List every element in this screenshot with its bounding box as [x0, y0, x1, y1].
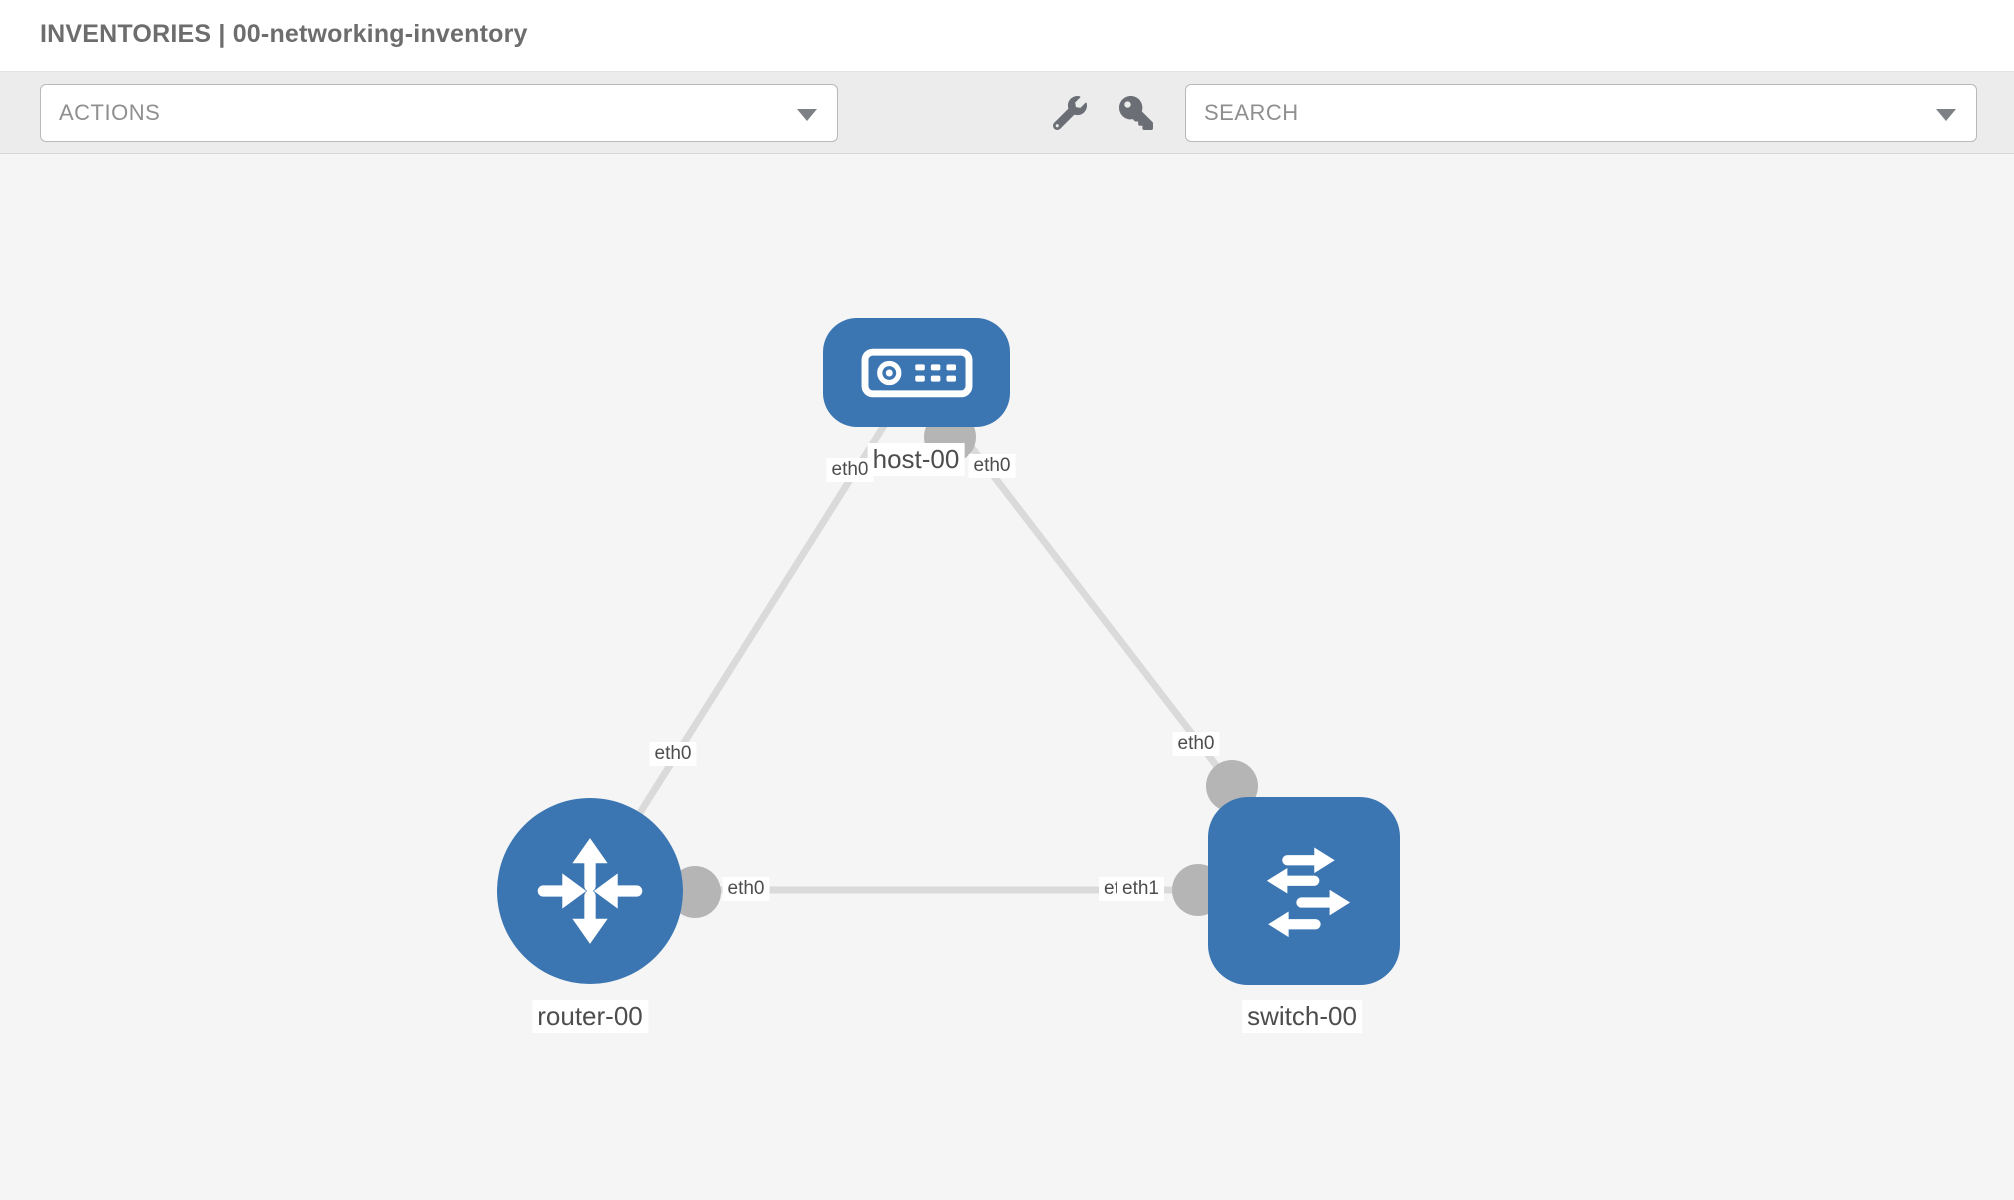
header: INVENTORIES | 00-networking-inventory [0, 0, 2014, 72]
search-dropdown-label: SEARCH [1204, 100, 1299, 125]
credentials-button[interactable] [1116, 94, 1156, 134]
router-icon [537, 838, 643, 944]
topology-links-layer [587, 372, 1258, 918]
key-icon [1119, 95, 1153, 130]
wrench-icon [1052, 95, 1087, 130]
page-title: INVENTORIES | 00-networking-inventory [40, 20, 528, 48]
node-label-router: router-00 [532, 1000, 648, 1033]
toolbar: ACTIONS SEARCH [0, 72, 2014, 154]
search-dropdown[interactable]: SEARCH [1185, 84, 1977, 142]
interface-label: eth0 [1172, 732, 1220, 756]
interface-label: eth0 [722, 877, 770, 901]
configure-button[interactable] [1050, 94, 1090, 134]
switch-icon [1266, 847, 1351, 938]
actions-dropdown[interactable]: ACTIONS [40, 84, 838, 142]
chevron-down-icon [797, 109, 817, 121]
host-icon [861, 348, 972, 397]
chevron-down-icon [1936, 109, 1956, 121]
node-label-switch: switch-00 [1242, 1000, 1362, 1033]
actions-dropdown-label: ACTIONS [59, 100, 161, 125]
interface-label: eth1 [1117, 877, 1164, 901]
interface-label: eth0 [826, 458, 874, 482]
topology-canvas[interactable]: eth0 eth0 eth0 eth0 eth0 eth0 eth1 host-… [0, 154, 2014, 1200]
node-router-00[interactable] [497, 798, 683, 984]
node-switch-00[interactable] [1208, 797, 1400, 985]
node-host-00[interactable] [823, 318, 1010, 427]
interface-label: eth0 [968, 454, 1016, 478]
interface-label: eth0 [649, 742, 697, 766]
node-label-host: host-00 [867, 443, 965, 476]
close-button[interactable] [1941, 18, 1972, 49]
